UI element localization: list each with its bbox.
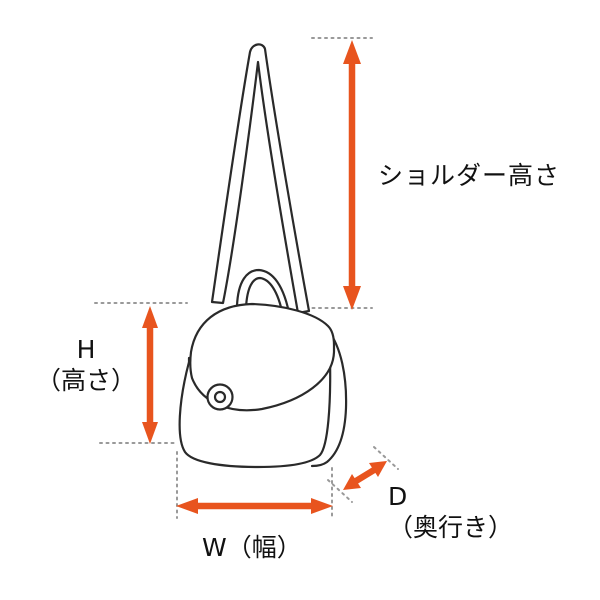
front-flap: [189, 302, 336, 412]
arrowhead-down: [343, 286, 361, 310]
arrowhead-up: [142, 306, 158, 328]
arrowhead-left: [176, 498, 198, 514]
arrowhead-right: [311, 498, 333, 514]
shoulder-height-arrow: [343, 40, 361, 310]
arrowhead-front: [343, 474, 361, 490]
depth-back-extent-line: [373, 446, 399, 470]
side-gusset: [310, 328, 348, 468]
arrowhead-back: [369, 461, 387, 477]
depth-label-abbr: D: [388, 482, 408, 511]
clasp-button-outer: [206, 383, 234, 411]
arrow-shaft: [354, 467, 376, 484]
extent-dotted-lines: [94, 37, 399, 519]
clasp-button-inner: [213, 390, 227, 404]
arrowhead-up: [343, 40, 361, 64]
depth-arrow: [343, 461, 387, 490]
shoulder-height-label: ショルダー高さ: [378, 161, 561, 190]
depth-front-extent-line: [327, 479, 353, 503]
height-label-abbr: H: [76, 335, 96, 364]
depth-label-name: （奥行き）: [388, 513, 514, 543]
height-label-name: （高さ）: [35, 366, 136, 396]
width-label: W（幅）: [202, 533, 302, 562]
arrowhead-down: [142, 422, 158, 444]
bag-outline: [178, 43, 348, 469]
depth-label: D （奥行き）: [388, 481, 513, 544]
height-arrow: [142, 306, 158, 444]
shoulder-strap: [210, 43, 311, 315]
carry-handle-outer: [235, 268, 292, 320]
height-label: H （高さ）: [28, 334, 144, 397]
carry-handle-inner: [244, 276, 285, 318]
width-arrow: [176, 498, 333, 514]
